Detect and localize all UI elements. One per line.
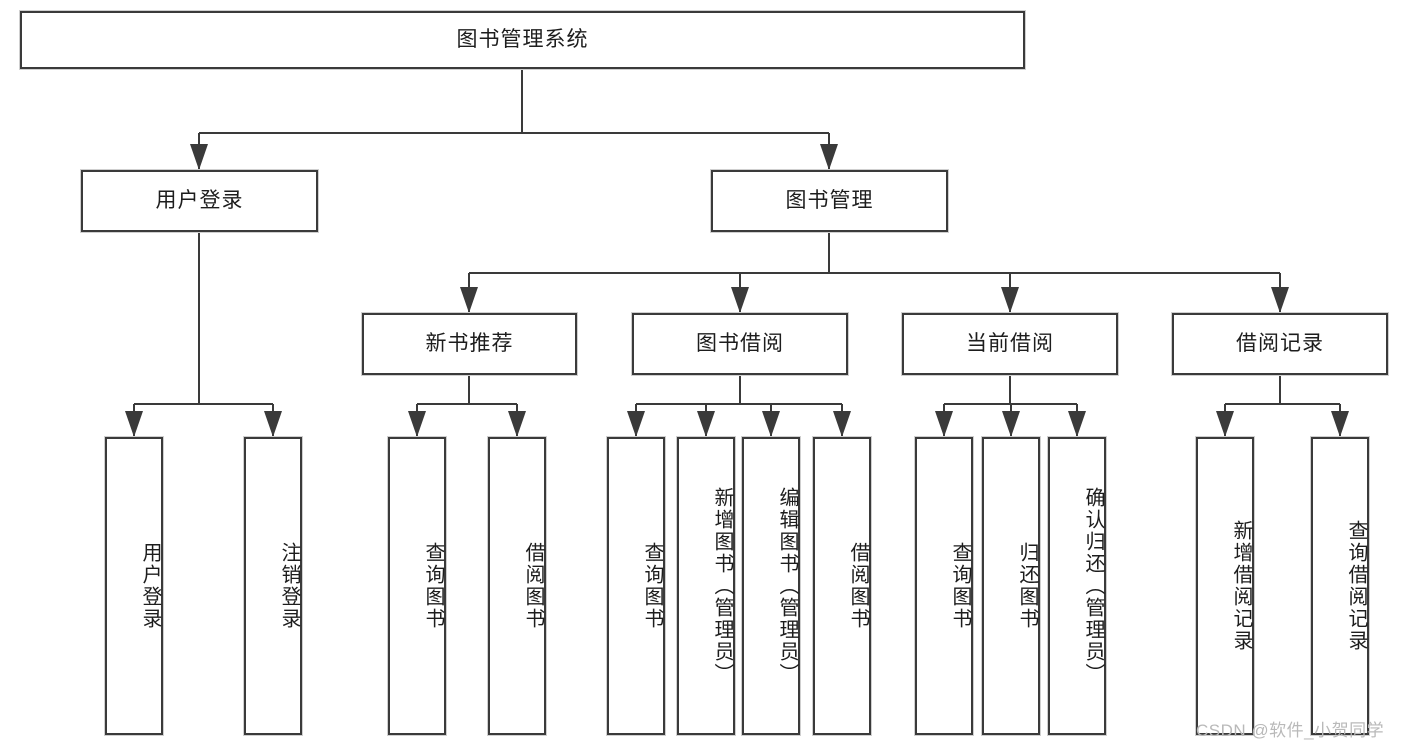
node-label: 注销登录 xyxy=(278,542,300,630)
node-label: 编辑图书（管理员） xyxy=(776,487,798,685)
node-label: 图书管理系统 xyxy=(456,28,589,52)
node-leaf-leaf-edit-book[interactable]: 编辑图书（管理员） xyxy=(742,437,800,735)
node-root-root[interactable]: 图书管理系统 xyxy=(20,11,1025,69)
node-leaf-leaf-add-book[interactable]: 新增图书（管理员） xyxy=(677,437,735,735)
node-leaf-leaf-user-logout[interactable]: 注销登录 xyxy=(244,437,302,735)
connector-bookmanage-to-level3 xyxy=(460,232,1289,313)
node-label: 归还图书 xyxy=(1016,542,1038,630)
connector-userlogin-to-leaves xyxy=(125,232,282,437)
connector-borrowrecord-to-leaves xyxy=(1216,375,1349,437)
node-leaf-leaf-confirm-return[interactable]: 确认归还（管理员） xyxy=(1048,437,1106,735)
connector-currentborrow-to-leaves xyxy=(935,375,1086,437)
connector-recommend-to-leaves xyxy=(408,375,526,437)
node-label: 借阅图书 xyxy=(522,542,544,630)
node-leaf-leaf-add-borrow-record[interactable]: 新增借阅记录 xyxy=(1196,437,1254,735)
node-label: 查询借阅记录 xyxy=(1345,520,1367,652)
node-label: 图书管理 xyxy=(785,189,874,213)
csdn-watermark: CSDN @软件_小贺同学 xyxy=(1196,721,1385,740)
node-label: 查询图书 xyxy=(641,542,663,630)
node-label: 确认归还（管理员） xyxy=(1082,487,1104,685)
node-l3-current-borrow[interactable]: 当前借阅 xyxy=(902,313,1118,375)
node-leaf-leaf-query-book-borrow[interactable]: 查询图书 xyxy=(607,437,665,735)
node-l3-borrow-record[interactable]: 借阅记录 xyxy=(1172,313,1388,375)
node-leaf-leaf-query-borrow-record[interactable]: 查询借阅记录 xyxy=(1311,437,1369,735)
node-label: 当前借阅 xyxy=(966,332,1054,356)
node-l3-book-borrow[interactable]: 图书借阅 xyxy=(632,313,848,375)
node-label: 新增图书（管理员） xyxy=(711,487,733,685)
node-leaf-leaf-query-book-recommend[interactable]: 查询图书 xyxy=(388,437,446,735)
node-label: 借阅记录 xyxy=(1236,332,1324,356)
node-label: 新书推荐 xyxy=(425,332,514,356)
node-label: 用户登录 xyxy=(155,189,244,213)
node-leaf-leaf-borrow-book[interactable]: 借阅图书 xyxy=(813,437,871,735)
node-label: 图书借阅 xyxy=(696,332,784,356)
node-leaf-leaf-query-book-current[interactable]: 查询图书 xyxy=(915,437,973,735)
node-leaf-leaf-return-book[interactable]: 归还图书 xyxy=(982,437,1040,735)
node-leaf-leaf-borrow-book-recommend[interactable]: 借阅图书 xyxy=(488,437,546,735)
node-label: 查询图书 xyxy=(949,542,971,630)
node-label: 用户登录 xyxy=(139,542,161,630)
connector-bookborrow-to-leaves xyxy=(627,375,851,437)
node-label: 新增借阅记录 xyxy=(1230,520,1252,652)
node-leaf-leaf-user-login[interactable]: 用户登录 xyxy=(105,437,163,735)
connector-root-to-level2 xyxy=(190,69,838,170)
node-l3-new-book-recommend[interactable]: 新书推荐 xyxy=(362,313,577,375)
node-l2-user-login[interactable]: 用户登录 xyxy=(81,170,318,232)
node-l2-book-manage[interactable]: 图书管理 xyxy=(711,170,948,232)
node-label: 查询图书 xyxy=(422,542,444,630)
node-label: 借阅图书 xyxy=(847,542,869,630)
